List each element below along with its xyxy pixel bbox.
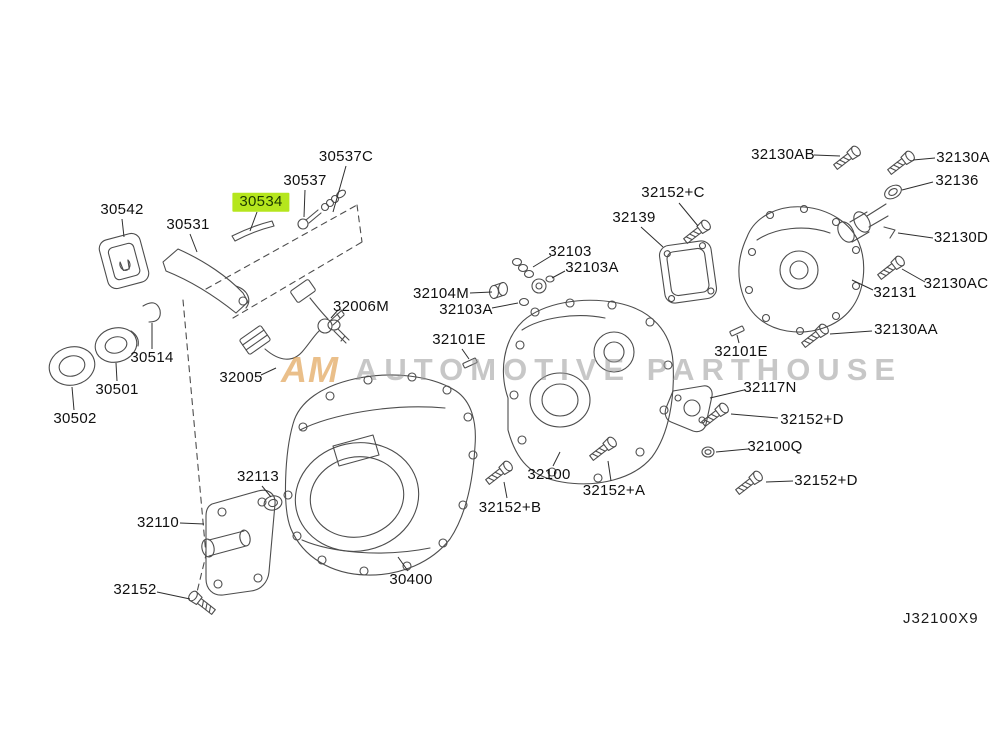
watermark-logo: AM bbox=[281, 349, 339, 390]
part-drawing-30542 bbox=[98, 232, 150, 290]
part-drawing-32117N bbox=[664, 385, 713, 433]
part-drawing-32100Q bbox=[701, 446, 715, 458]
part-label-32152+A-30[interactable]: 32152+A bbox=[582, 481, 646, 499]
leader-line-30537C bbox=[332, 165, 347, 213]
watermark: AM AUTOMOTIVE PARTHOUSE bbox=[281, 349, 902, 391]
part-label-32152+C-8[interactable]: 32152+C bbox=[641, 183, 705, 201]
leader-line-32100 bbox=[552, 451, 561, 467]
part-label-30534-2[interactable]: 30534 bbox=[232, 192, 290, 212]
part-label-32152+D-26[interactable]: 32152+D bbox=[780, 410, 844, 428]
leader-line-32136 bbox=[901, 181, 934, 191]
part-label-32110-33[interactable]: 32110 bbox=[136, 513, 180, 531]
part-label-32103A-14[interactable]: 32103A bbox=[439, 300, 493, 318]
part-drawing-32131 bbox=[738, 203, 889, 336]
part-drawing-30514 bbox=[142, 302, 161, 323]
leader-line-32130AA bbox=[829, 330, 873, 335]
bolts bbox=[186, 143, 917, 617]
leader-line-32110 bbox=[179, 522, 205, 525]
part-drawing-30534 bbox=[231, 220, 275, 242]
watermark-text: AUTOMOTIVE PARTHOUSE bbox=[355, 352, 903, 387]
part-label-32104M-13[interactable]: 32104M bbox=[412, 284, 470, 302]
leader-line-32139 bbox=[640, 226, 664, 248]
leader-line-32131 bbox=[851, 279, 874, 291]
leader-line-32103A bbox=[551, 270, 566, 279]
part-label-32152-35[interactable]: 32152 bbox=[113, 580, 157, 598]
part-label-32152+D-32[interactable]: 32152+D bbox=[794, 471, 858, 489]
part-drawing-32101E-rear bbox=[729, 325, 745, 337]
part-drawing-30531 bbox=[162, 248, 250, 314]
part-drawing-30502 bbox=[48, 346, 96, 386]
part-label-32130A-6[interactable]: 32130A bbox=[936, 148, 990, 166]
part-drawing-32005 bbox=[239, 309, 345, 360]
part-label-32103-11[interactable]: 32103 bbox=[548, 242, 592, 260]
part-drawing-32103 bbox=[488, 257, 555, 307]
leader-line-32117N bbox=[709, 389, 745, 399]
part-label-30537-1[interactable]: 30537 bbox=[283, 171, 327, 189]
leader-line-32130A bbox=[912, 157, 936, 161]
leader-line-32152+D bbox=[765, 480, 794, 483]
part-label-32139-9[interactable]: 32139 bbox=[612, 208, 656, 226]
leader-line-32101E bbox=[461, 348, 470, 360]
leader-line-30502 bbox=[71, 386, 75, 411]
leader-line-30537 bbox=[303, 189, 306, 218]
leader-line-32152 bbox=[156, 591, 191, 600]
leader-line-30534 bbox=[249, 211, 258, 232]
part-label-32136-7[interactable]: 32136 bbox=[935, 171, 979, 189]
leader-line-30531 bbox=[189, 233, 198, 253]
part-label-32101E-20[interactable]: 32101E bbox=[714, 342, 768, 360]
part-label-32130D-10[interactable]: 32130D bbox=[933, 228, 989, 246]
leader-line-32113 bbox=[261, 485, 272, 498]
leader-line-30501 bbox=[115, 362, 118, 382]
leader-line-32100Q bbox=[715, 448, 749, 453]
leader-line-32103A bbox=[491, 302, 519, 309]
part-label-30542-3[interactable]: 30542 bbox=[100, 200, 144, 218]
leader-line-32152+B bbox=[503, 481, 508, 499]
part-label-32131-16[interactable]: 32131 bbox=[873, 283, 917, 301]
part-label-32117N-24[interactable]: 32117N bbox=[743, 378, 797, 396]
part-label-30502-25[interactable]: 30502 bbox=[53, 409, 97, 427]
leader-line-32152+A bbox=[607, 460, 612, 482]
part-drawing-32101E-front bbox=[462, 357, 478, 369]
leader-line-32104M bbox=[469, 291, 493, 294]
part-drawing-32130D bbox=[883, 226, 896, 239]
part-label-32130AA-18[interactable]: 32130AA bbox=[874, 320, 938, 338]
part-label-32130AB-5[interactable]: 32130AB bbox=[751, 145, 815, 163]
part-drawing-32110 bbox=[201, 489, 276, 596]
part-label-32101E-19[interactable]: 32101E bbox=[432, 330, 486, 348]
part-label-30501-23[interactable]: 30501 bbox=[95, 380, 139, 398]
part-drawing-32113 bbox=[263, 495, 283, 511]
leader-line-30400 bbox=[397, 556, 409, 572]
leader-line-30542 bbox=[121, 218, 125, 238]
construction-lines bbox=[182, 204, 363, 593]
leader-line-32152+C bbox=[678, 202, 699, 227]
part-drawing-32100-case bbox=[502, 298, 674, 485]
part-drawing-32139 bbox=[658, 240, 718, 304]
part-label-30400-34[interactable]: 30400 bbox=[389, 570, 433, 588]
part-drawing-32136 bbox=[884, 184, 902, 200]
leader-line-32130AB bbox=[813, 154, 841, 157]
part-label-32130AC-15[interactable]: 32130AC bbox=[923, 274, 989, 292]
leader-line-32152+D bbox=[730, 413, 779, 419]
diagram-code: J32100X9 bbox=[903, 610, 979, 627]
leader-line-32130D bbox=[897, 232, 934, 239]
part-label-32103A-12[interactable]: 32103A bbox=[565, 258, 619, 276]
part-label-32006M-17[interactable]: 32006M bbox=[332, 297, 390, 315]
part-drawing-30400 bbox=[283, 372, 478, 576]
part-label-32005-22[interactable]: 32005 bbox=[219, 368, 263, 386]
part-label-30537C-0[interactable]: 30537C bbox=[318, 147, 374, 165]
part-label-32100-29[interactable]: 32100 bbox=[527, 465, 571, 483]
part-label-30514-21[interactable]: 30514 bbox=[130, 348, 174, 366]
part-label-32100Q-27[interactable]: 32100Q bbox=[747, 437, 803, 455]
leader-line-32130AC bbox=[901, 268, 926, 283]
part-label-32152+B-31[interactable]: 32152+B bbox=[478, 498, 542, 516]
part-drawing-30537 bbox=[297, 189, 346, 230]
part-label-30531-4[interactable]: 30531 bbox=[166, 215, 210, 233]
leader-line-32005 bbox=[260, 367, 277, 376]
part-label-32113-28[interactable]: 32113 bbox=[236, 467, 280, 485]
